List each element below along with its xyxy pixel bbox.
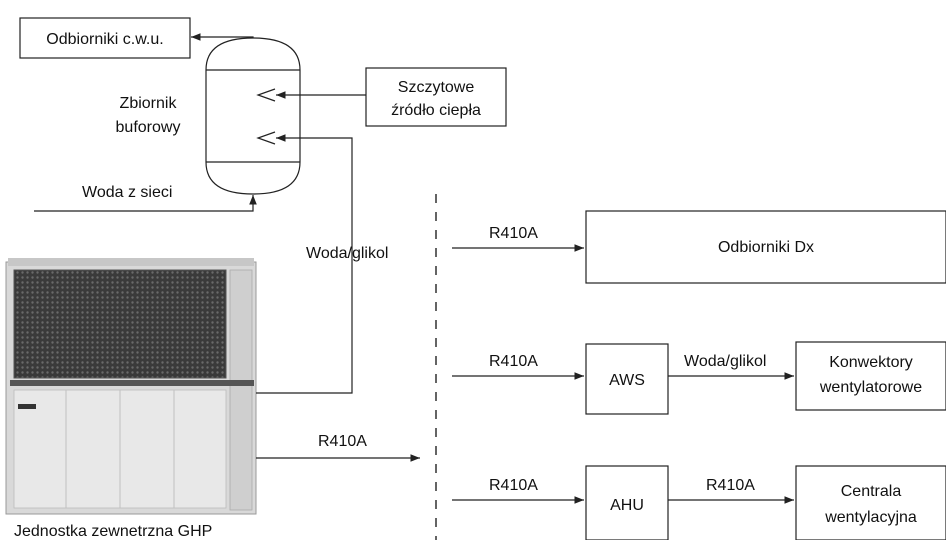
outdoor-unit-caption: Jednostka zewnetrzna GHP <box>14 523 212 540</box>
water-glycol-main-label: Woda/glikol <box>306 245 388 262</box>
dhw-receivers-label: Odbiorniki c.w.u. <box>46 31 163 48</box>
ahu-r410a-out-label: R410A <box>706 477 755 494</box>
ahu-box <box>585 465 669 540</box>
dhw-receivers-box <box>19 17 191 59</box>
fan-coils-label-line2: wentylatorowe <box>819 379 922 396</box>
outdoor-r410a-label: R410A <box>318 433 367 450</box>
dx-receivers-label: Odbiorniki Dx <box>718 239 814 256</box>
buffer-tank-label-line1: Zbiornik <box>120 95 178 112</box>
aws-label: AWS <box>609 372 645 389</box>
ventilation-unit-box <box>795 465 946 540</box>
peak-heat-source-box <box>365 67 507 127</box>
buffer-tank <box>205 37 301 195</box>
mains-water-label: Woda z sieci <box>82 184 172 201</box>
water-glycol-loop-arrow <box>256 134 353 394</box>
ahu-r410a-in-label: R410A <box>489 477 538 494</box>
fan-coils-label-line1: Konwektory <box>829 354 913 371</box>
aws-box <box>585 343 669 415</box>
ventilation-unit-label-line2: wentylacyjna <box>824 509 917 526</box>
ghp-outdoor-unit-image <box>5 258 257 515</box>
aws-water-glycol-label: Woda/glikol <box>684 353 766 370</box>
buffer-tank-label-line2: buforowy <box>116 119 181 136</box>
mains-water-arrow <box>34 195 257 212</box>
fan-coils-box <box>795 341 946 411</box>
peak-heat-source-label-line2: źródło ciepła <box>391 102 481 119</box>
peak-heat-source-label-line1: Szczytowe <box>398 79 475 96</box>
ahu-label: AHU <box>610 497 644 514</box>
aws-r410a-label: R410A <box>489 353 538 370</box>
dx-receivers-box <box>585 210 946 284</box>
dx-r410a-label: R410A <box>489 225 538 242</box>
tank-to-dhw-arrow <box>191 33 254 41</box>
ventilation-unit-label-line1: Centrala <box>841 483 902 500</box>
